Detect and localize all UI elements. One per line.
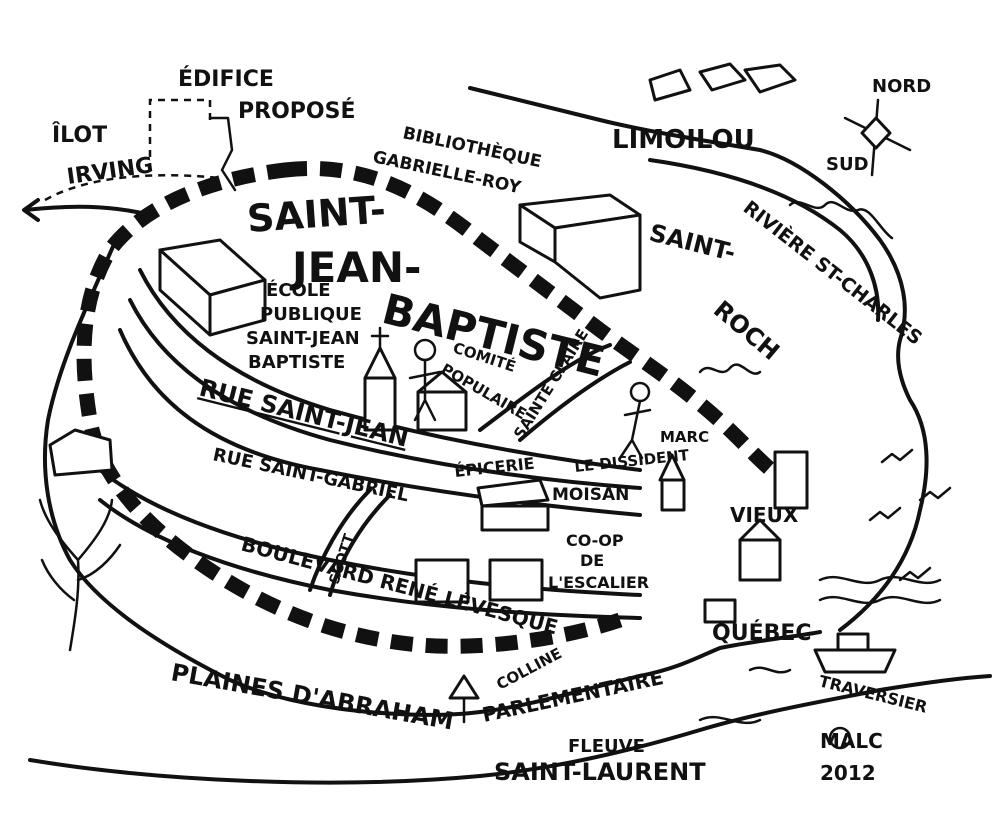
label-moisan: MOISAN [552,485,629,505]
arrow-west [22,198,152,222]
label-edifice: ÉDIFICE [178,66,274,92]
epicerie-building [476,478,550,532]
bibliotheque-building [518,193,642,300]
comite-person [408,338,442,422]
ecole-building [158,238,267,337]
compass-north: NORD [872,76,931,97]
proposed-outline [44,98,221,202]
label-saint: SAINT- [246,187,388,241]
label-limoilou: LIMOILOU [612,125,755,155]
label-saint-roch-2: ROCH [708,295,785,366]
label-ecole-2: PUBLIQUE [260,304,362,325]
ferry [813,632,897,674]
parliament [448,674,480,724]
coop-buildings [414,558,544,604]
label-coop-2: DE [580,551,604,570]
riviere-st-charles [788,200,894,240]
label-propose: PROPOSÉ [238,98,355,124]
label-saint-roch-1: SAINT- [647,219,739,267]
label-fleuve: FLEUVE [568,736,645,757]
boundary-loop [76,161,791,654]
signature-year: 2012 [820,761,876,785]
limoilou-houses [648,62,797,102]
label-ecole-4: BAPTISTE [248,352,345,373]
streets [98,268,642,620]
label-coop-3: L'ESCALIER [548,573,649,592]
coastline [28,86,992,785]
label-ecole-1: ÉCOLE [266,279,331,301]
tree [38,498,122,652]
marc-person [618,381,652,460]
label-vieux: VIEUX [730,503,799,527]
west-house [48,428,114,477]
vieux-quebec-buildings [658,450,809,624]
waves [698,448,952,725]
compass-south: SUD [826,154,869,175]
anarchy-symbol [828,726,852,750]
signature-name: MALC [820,729,883,753]
label-quebec: QUÉBEC [712,620,812,646]
label-plaines: PLAINES D'ABRAHAM [169,658,456,735]
compass-rose [843,98,912,177]
label-marc-1: MARC [660,428,709,446]
proposed-building [208,116,237,192]
label-coop-1: CO-OP [566,531,624,550]
label-traversier: TRAVERSIER [817,671,929,716]
label-irving: IRVING [65,153,154,190]
label-saint-laurent: SAINT-LAURENT [494,758,706,786]
label-ilot: ÎLOT [52,122,107,148]
label-jean: JEAN- [289,243,421,292]
riviere-st-charles-2 [698,363,762,375]
label-ecole-3: SAINT-JEAN [246,328,360,349]
label-colline: COLLINE [493,644,564,693]
